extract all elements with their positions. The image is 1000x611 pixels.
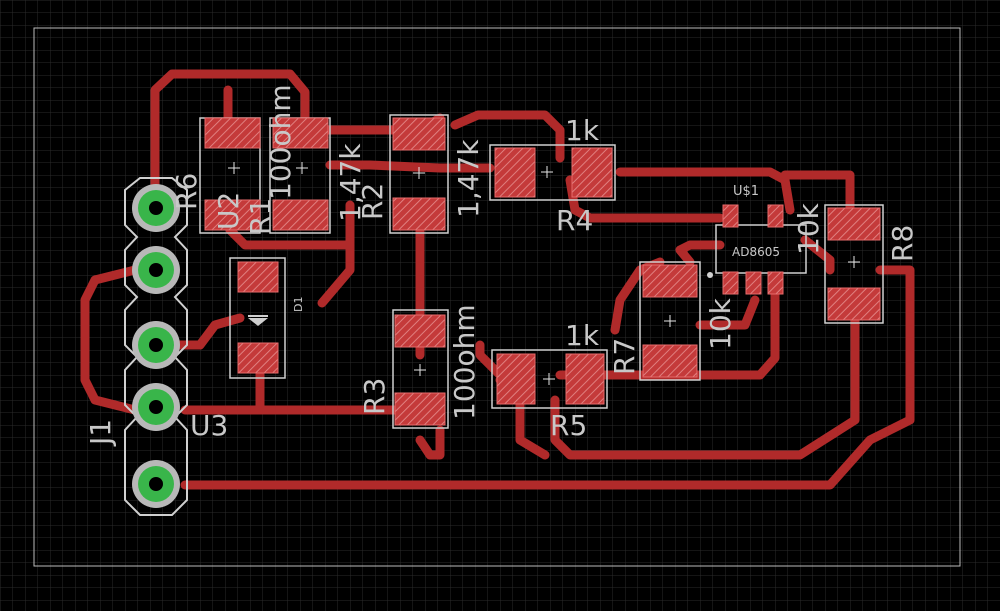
r3-footprint: [392, 309, 449, 429]
r4-ref-label: R4: [556, 204, 593, 237]
r1-value-label: 100ohm: [264, 84, 297, 200]
r1-footprint: [199, 117, 261, 234]
r5-ref-label: R5: [550, 409, 587, 442]
trace: [675, 240, 725, 267]
trace: [475, 340, 505, 380]
board-outline: [33, 27, 961, 567]
r8-footprint: [824, 204, 884, 324]
u3-ref-label: U3: [190, 409, 228, 442]
j1-outline: [124, 177, 188, 516]
r5-value-label: 1k: [565, 319, 600, 352]
r6-value-label: 1,47k: [334, 143, 367, 222]
r4-value-label: 1k: [565, 114, 600, 147]
r6-ref-label: R6: [170, 173, 203, 210]
r2-ref-label: R2: [356, 183, 389, 220]
us1-footprint: [707, 204, 807, 295]
trace: [800, 235, 835, 275]
r7-ref-label: R7: [608, 338, 641, 375]
j1-pin-5: [132, 460, 180, 508]
j1-ref-label: J1: [84, 419, 117, 447]
d1-footprint: [229, 257, 286, 379]
trace: [325, 160, 495, 173]
d1-ref-label: D1: [292, 297, 305, 312]
r3-ref-label: R3: [358, 378, 391, 415]
trace: [450, 110, 565, 163]
trace: [615, 167, 795, 215]
j1-pin-4: [132, 383, 180, 431]
silkscreen-labels: 100ohm R1 U2 R6 1,47k R2 1,47k 1k R4 D1 …: [84, 84, 919, 447]
j1-pin-3: [132, 321, 180, 369]
r4-footprint: [489, 144, 616, 201]
trace: [225, 225, 355, 250]
u2-ref-label: U2: [212, 192, 245, 230]
trace: [80, 265, 140, 415]
r2-value-label: 1,47k: [452, 139, 485, 218]
trace: [317, 200, 355, 308]
j1-connector: [124, 177, 188, 516]
r5-footprint: [491, 349, 608, 409]
r6-footprint: [269, 117, 331, 234]
trace: [695, 295, 760, 330]
trace: [550, 315, 860, 460]
trace: [780, 170, 855, 213]
r7-value-label: 10k: [704, 297, 737, 350]
us1-ref-label: U$1: [733, 184, 759, 199]
us1-value-label: AD8605: [732, 245, 780, 259]
r7-footprint: [639, 261, 701, 381]
r8-ref-label: R8: [886, 225, 919, 262]
trace: [415, 425, 445, 460]
r2-footprint: [389, 114, 449, 234]
r1-ref-label: R1: [244, 198, 277, 235]
trace: [180, 265, 915, 490]
trace: [150, 69, 310, 210]
r3-value-label: 100ohm: [448, 304, 481, 420]
j1-pin-2: [132, 246, 180, 294]
j1-pin-1: [132, 184, 180, 232]
r8-value-label: 10k: [792, 202, 825, 255]
